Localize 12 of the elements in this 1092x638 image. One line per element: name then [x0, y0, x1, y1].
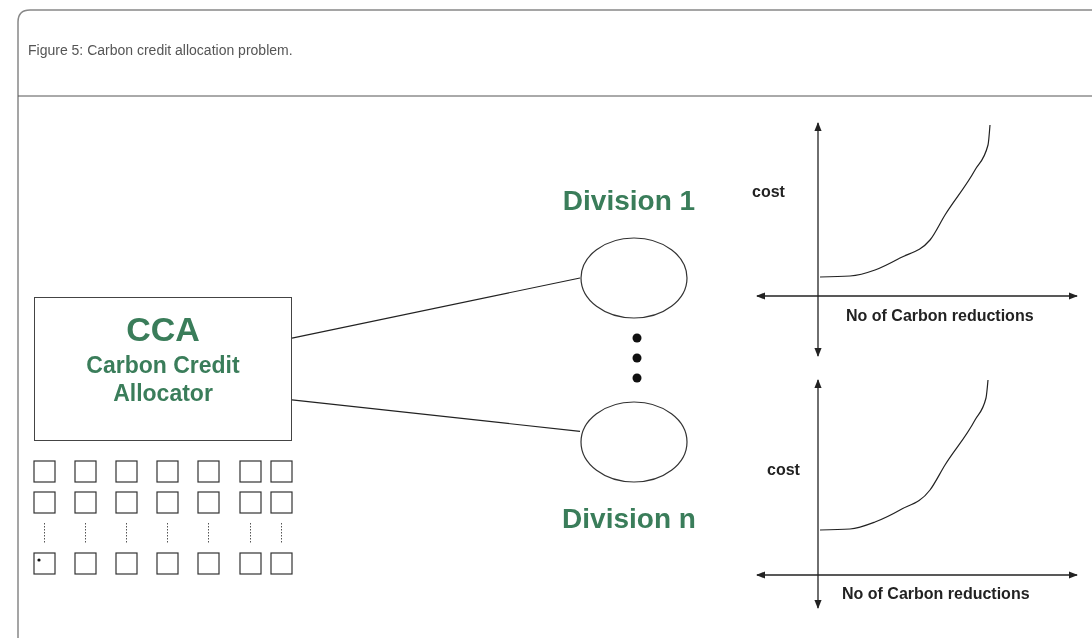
division-label: Division 1 — [561, 185, 697, 217]
box-heading: CCA — [125, 309, 201, 350]
axis-title: No of Carbon reductions — [842, 585, 1030, 603]
process-box — [34, 297, 292, 441]
axis-title: No of Carbon reductions — [846, 307, 1034, 325]
axis-label: cost — [767, 461, 800, 479]
axis-label: cost — [752, 183, 785, 201]
connector-line — [291, 277, 581, 339]
division-label: Division n — [561, 503, 697, 535]
figure-title: Figure 5: Carbon credit allocation problem. — [28, 42, 293, 58]
box-text: Carbon Credit Allocator — [85, 350, 241, 408]
connector-line — [291, 399, 581, 432]
